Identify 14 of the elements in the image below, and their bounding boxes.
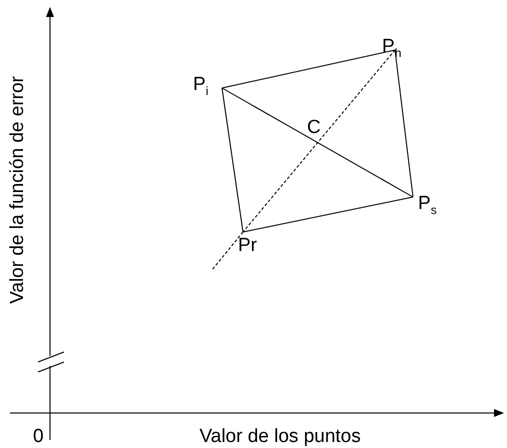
- axis-tick-label: 0: [33, 426, 44, 448]
- dashed-line: [212, 232, 244, 270]
- dashed-line: [242, 50, 396, 232]
- point-label: P$_{i}$: [193, 74, 208, 102]
- edge-line: [222, 88, 244, 232]
- point-label: P$_{s}$: [418, 193, 437, 221]
- point-label: C: [307, 117, 321, 139]
- point-label: Pr: [238, 235, 257, 257]
- axis-title: Valor de la función de error: [6, 76, 29, 304]
- edge-line: [222, 50, 396, 88]
- axis-title: Valor de los puntos: [200, 426, 361, 448]
- edge-line: [394, 50, 414, 198]
- edge-line: [242, 196, 414, 232]
- edge-line: [222, 88, 414, 198]
